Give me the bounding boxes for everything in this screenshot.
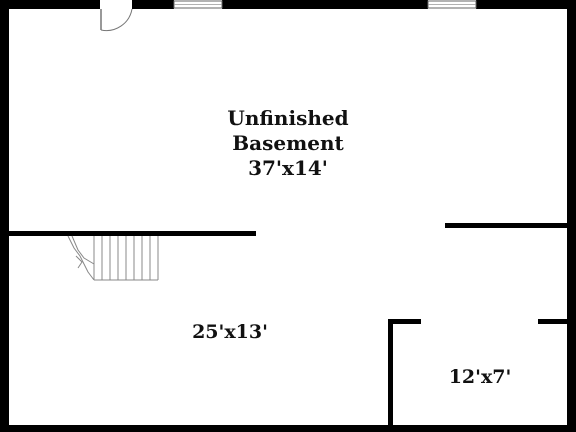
entry-door (97, 0, 135, 32)
middle-room-dimensions: 25'x13' (192, 321, 268, 343)
small-room-left-wall (388, 319, 393, 427)
staircase (67, 235, 159, 281)
left-wall (0, 0, 9, 432)
room-name-line1: Unfinished (227, 106, 349, 130)
window-left (173, 0, 223, 9)
upper-partition-left (9, 231, 256, 236)
small-room-top-left (388, 319, 421, 324)
unfinished-basement-label: Unfinished Basement 37'x14' (188, 106, 388, 181)
small-room-dimensions: 12'x7' (448, 366, 512, 388)
room-dimensions: 37'x14' (248, 156, 328, 180)
upper-partition-right (445, 223, 567, 228)
interior-walls (9, 223, 567, 427)
window-right (427, 0, 477, 9)
right-wall (567, 0, 576, 432)
room-name-line2: Basement (232, 131, 344, 155)
bottom-wall (0, 425, 576, 432)
top-wall (0, 0, 576, 9)
small-room-top-right (538, 319, 567, 324)
